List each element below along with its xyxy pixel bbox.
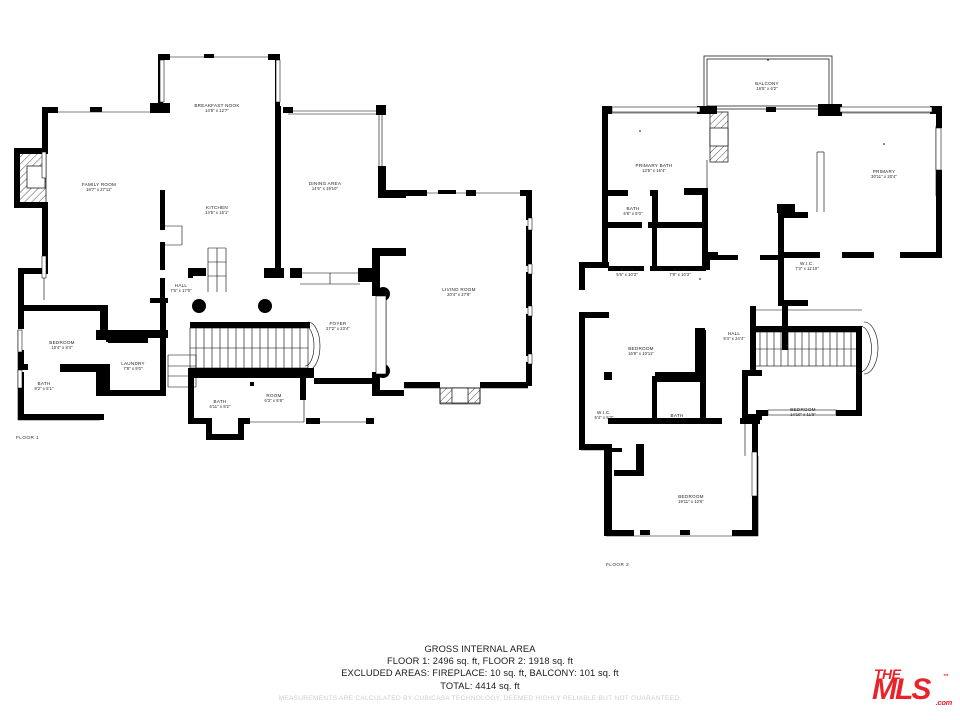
floor2-staircase xyxy=(753,321,879,375)
logo-the-text: THE xyxy=(874,666,901,682)
floor1-staircase xyxy=(189,321,321,371)
logo-trademark-symbol: ™ xyxy=(943,674,949,680)
floor-label-2: FLOOR 2 xyxy=(606,562,630,567)
footer-area-summary: GROSS INTERNAL AREA FLOOR 1: 2496 sq. ft… xyxy=(0,643,960,702)
floor2-walls xyxy=(579,104,942,536)
fireplace-hatch-floor2 xyxy=(709,111,729,163)
floor-1-drawing xyxy=(14,54,533,440)
footer-disclaimer: MEASUREMENTS ARE CALCULATED BY CUBICASA … xyxy=(278,695,682,702)
footer-title: GROSS INTERNAL AREA xyxy=(424,643,536,654)
floor2-windows xyxy=(611,106,942,497)
logo-mls-text: MLS xyxy=(872,673,931,706)
the-mls-logo: THE MLS ™ .com xyxy=(868,662,954,710)
floor1-columns xyxy=(192,287,390,378)
footer-total-area: TOTAL: 4414 sq. ft xyxy=(440,680,520,691)
floor1-walls xyxy=(14,54,532,440)
floor-label-1: FLOOR 1 xyxy=(16,435,40,440)
footer-excluded-areas: EXCLUDED AREAS: FIREPLACE: 10 sq. ft, BA… xyxy=(341,668,619,679)
floor2-balcony-outline xyxy=(703,55,833,110)
floor2-markers xyxy=(639,59,885,280)
floor-2-drawing xyxy=(579,55,942,537)
floor1-windows xyxy=(17,59,533,389)
fireplace-hatch-floor1 xyxy=(17,151,47,205)
footer-floor-areas: FLOOR 1: 2496 sq. ft, FLOOR 2: 1918 sq. … xyxy=(386,656,574,667)
logo-com-text: .com xyxy=(935,698,953,707)
fireplace-hatch-living xyxy=(439,387,481,404)
